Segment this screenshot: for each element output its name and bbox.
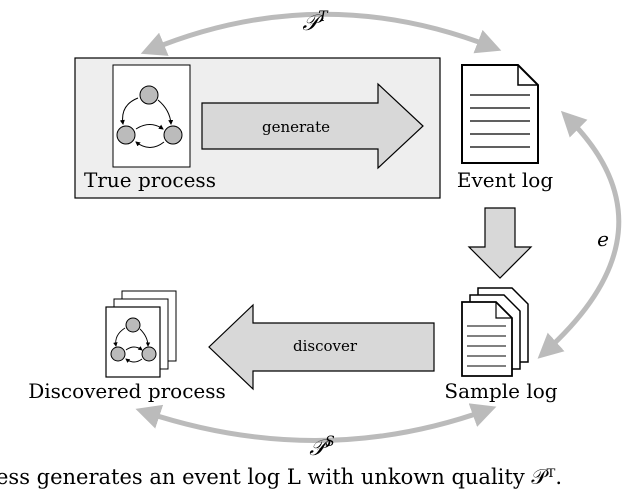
generate-arrow bbox=[201, 82, 424, 170]
e-symbol: e bbox=[597, 227, 609, 251]
discovered-process-icon bbox=[105, 290, 177, 378]
p-top-symbol: 𝒫T bbox=[302, 9, 329, 36]
sampling-arrow bbox=[467, 207, 533, 279]
sample-log-icon bbox=[461, 287, 529, 377]
event-log-icon bbox=[461, 64, 539, 164]
event-log-label: Event log bbox=[457, 168, 553, 192]
true-process-model-card bbox=[112, 64, 191, 168]
sample-log-label: Sample log bbox=[444, 379, 557, 403]
true-process-model-icon bbox=[116, 85, 183, 148]
top-curved-arrow bbox=[140, 11, 502, 56]
discovered-process-label: Discovered process bbox=[28, 379, 226, 403]
p-bottom-symbol: 𝒫S bbox=[309, 434, 334, 461]
discover-arrow bbox=[208, 303, 435, 391]
discover-label: discover bbox=[293, 337, 358, 355]
right-curved-arrow bbox=[537, 110, 622, 359]
caption: ess generates an event log L with unkown… bbox=[0, 465, 562, 489]
true-process-label: True process bbox=[84, 168, 216, 192]
bottom-curved-arrow bbox=[135, 403, 497, 443]
generate-label: generate bbox=[262, 118, 330, 136]
